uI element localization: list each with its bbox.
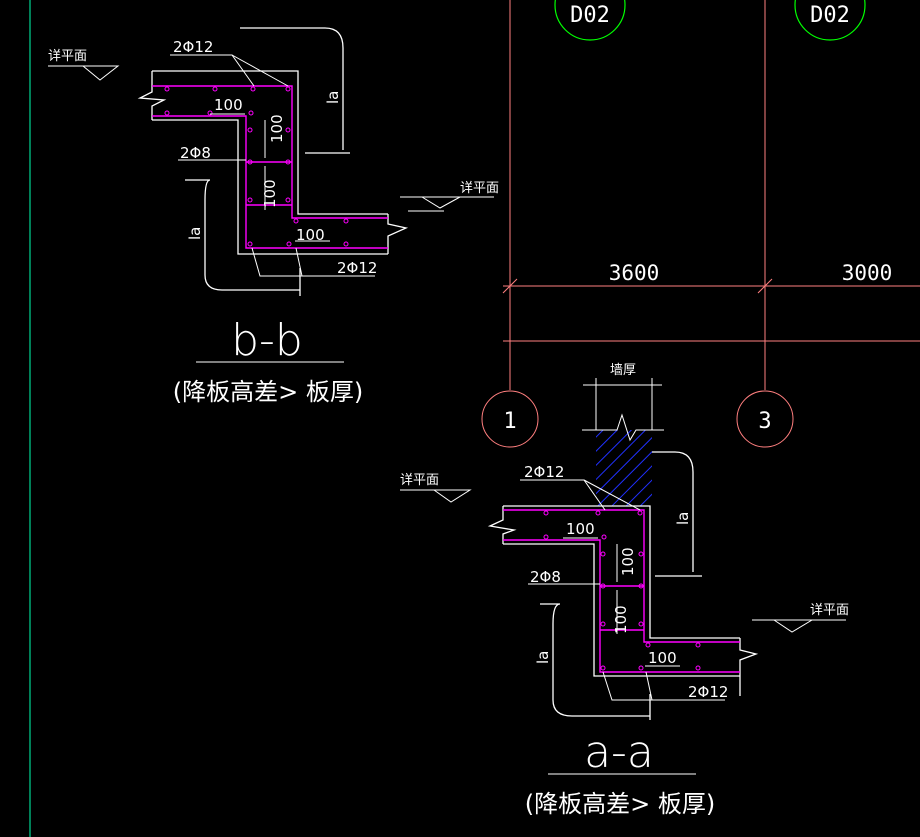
axis-bubble-3: 3: [758, 409, 771, 434]
aa-bar-top: 2Φ12: [524, 463, 564, 481]
grid-tag-d02-left-text: D02: [570, 3, 610, 28]
aa-level-right: 详平面: [810, 603, 849, 618]
aa-level-left: 详平面: [400, 473, 439, 488]
aa-title: a-a: [584, 727, 654, 778]
bb-la-top: la: [324, 91, 342, 104]
grid-tag-d02-left: D02: [554, 0, 626, 41]
grid-tag-d02-right-text: D02: [810, 3, 850, 28]
dimension-3600: 3600: [609, 261, 660, 285]
aa-la-bottom: la: [534, 651, 552, 664]
dimension-3000: 3000: [842, 261, 893, 285]
wall-hatch: [596, 430, 652, 506]
section-bb: 详平面 详平面 2Φ12 2Φ8 2Φ12 100 100 100 100 la…: [48, 27, 499, 406]
aa-la-top: la: [674, 512, 692, 525]
bb-dim-100-vert-bottom: 100: [261, 179, 279, 208]
aa-dim-100-top: 100: [566, 520, 595, 538]
aa-dim-100-bottom: 100: [648, 649, 677, 667]
bb-dim-100-vert-top: 100: [268, 114, 286, 143]
axis-bubble-1: 1: [503, 409, 516, 434]
grid-tag-d02-right: D02: [794, 0, 866, 41]
bb-bar-mid: 2Φ8: [180, 144, 211, 162]
grid-axes: [481, 0, 920, 448]
aa-dim-100-vert-top: 100: [619, 547, 637, 576]
section-aa: 墙厚: [400, 363, 849, 818]
bb-title: b-b: [231, 315, 303, 366]
aa-subtitle: (降板高差> 板厚): [525, 790, 715, 818]
bb-dim-100-top: 100: [214, 96, 243, 114]
bb-bar-bottom: 2Φ12: [337, 259, 377, 277]
wall-thickness-label: 墙厚: [610, 363, 636, 378]
bb-subtitle: (降板高差> 板厚): [173, 378, 363, 406]
aa-dim-100-vert-bottom: 100: [612, 605, 630, 634]
bb-bar-top: 2Φ12: [173, 38, 213, 56]
aa-bar-bottom: 2Φ12: [688, 683, 728, 701]
bb-level-left: 详平面: [48, 49, 87, 64]
bb-la-bottom: la: [186, 227, 204, 240]
bb-level-right: 详平面: [460, 181, 499, 196]
bb-dim-100-bottom: 100: [296, 226, 325, 244]
aa-bar-mid: 2Φ8: [530, 568, 561, 586]
